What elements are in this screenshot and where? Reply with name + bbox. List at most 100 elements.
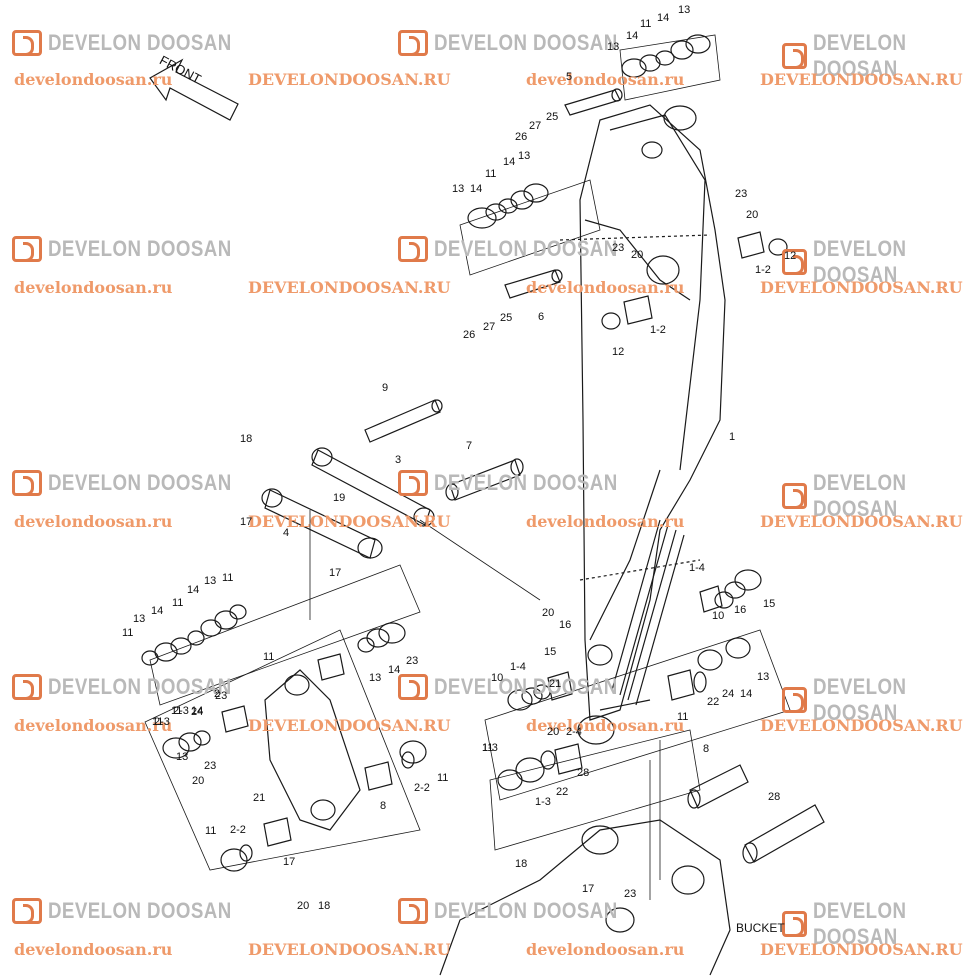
part-callout: 16 bbox=[559, 619, 572, 631]
brand-logo-icon bbox=[782, 249, 807, 275]
part-callout: 21 bbox=[549, 678, 562, 690]
part-callout: 7 bbox=[466, 440, 473, 452]
watermark-logo: DEVELON DOOSAN bbox=[398, 470, 650, 496]
part-callout: 12 bbox=[784, 250, 797, 262]
brand-logo-icon bbox=[12, 470, 42, 496]
watermark-logo: DEVELON DOOSAN bbox=[782, 674, 980, 726]
part-callout: 22 bbox=[707, 696, 720, 708]
part-callout: 14 bbox=[470, 183, 483, 195]
link-3 bbox=[311, 449, 431, 526]
part-callout: 10 bbox=[712, 610, 725, 622]
watermark-logo: DEVELON DOOSAN bbox=[12, 898, 264, 924]
part-callout: 11 bbox=[172, 597, 184, 609]
part-callout: 25 bbox=[546, 111, 559, 123]
watermark-logo: DEVELON DOOSAN bbox=[782, 470, 980, 522]
part-callout: 11 bbox=[482, 742, 494, 754]
part-callout: 11 bbox=[437, 772, 449, 784]
watermark-logo: DEVELON DOOSAN bbox=[782, 898, 980, 950]
brand-logo-icon bbox=[782, 43, 807, 69]
part-callout: 1-2 bbox=[755, 264, 771, 276]
part-callout: 1-4 bbox=[689, 562, 705, 574]
watermark-url: DEVELONDOOSAN.RU bbox=[248, 278, 451, 297]
part-callout: 23 bbox=[406, 655, 419, 667]
part-callout: 2-4 bbox=[566, 726, 582, 738]
part-callout: 13 bbox=[176, 751, 189, 763]
watermark-url: DEVELONDOOSAN.RU bbox=[760, 940, 963, 959]
part-callout: 22 bbox=[556, 786, 569, 798]
part-callout: 12 bbox=[612, 346, 625, 358]
watermark-url: develondoosan.ru bbox=[526, 716, 685, 735]
part-callout: 2-3 bbox=[173, 705, 189, 717]
part-callout: 21 bbox=[253, 792, 266, 804]
watermark-url: DEVELONDOOSAN.RU bbox=[248, 512, 451, 531]
link-2 bbox=[264, 669, 361, 831]
watermark-url: DEVELONDOOSAN.RU bbox=[760, 278, 963, 297]
part-callout: 11 bbox=[171, 705, 183, 717]
bucket-outline bbox=[439, 819, 731, 976]
part-callout: 14 bbox=[740, 688, 753, 700]
watermark-url: DEVELONDOOSAN.RU bbox=[760, 70, 963, 89]
watermark-url: DEVELONDOOSAN.RU bbox=[760, 512, 963, 531]
part-callout: 13 bbox=[518, 150, 531, 162]
brand-logo-icon bbox=[398, 470, 428, 496]
part-callout: 10 bbox=[491, 672, 504, 684]
part-callout: 26 bbox=[515, 131, 528, 143]
part-callout: 24 bbox=[191, 706, 204, 718]
brand-logo-icon bbox=[12, 898, 42, 924]
brand-logo-icon bbox=[12, 30, 42, 56]
watermark-url: DEVELONDOOSAN.RU bbox=[248, 70, 451, 89]
part-callout: 13 bbox=[204, 575, 217, 587]
part-callout: 23 bbox=[624, 888, 637, 900]
part-callout: 13 bbox=[757, 671, 770, 683]
part-callout: 23 bbox=[215, 690, 228, 702]
part-callout: 13 bbox=[607, 41, 620, 53]
part-callout: 20 bbox=[542, 607, 555, 619]
part-callout: 20 bbox=[746, 209, 759, 221]
part-callout: 13 bbox=[452, 183, 465, 195]
part-callout: 11 bbox=[485, 168, 497, 180]
brand-logo-icon bbox=[12, 236, 42, 262]
part-callout: 9 bbox=[382, 382, 389, 394]
part-callout: 18 bbox=[318, 900, 331, 912]
part-callout: 2-2 bbox=[414, 782, 430, 794]
part-callout: 17 bbox=[283, 856, 296, 868]
part-callout: 11 bbox=[152, 716, 164, 728]
front-arrow bbox=[149, 58, 239, 121]
part-callout: 25 bbox=[500, 312, 513, 324]
part-callout: 23 bbox=[612, 242, 625, 254]
part-callout: 14 bbox=[151, 605, 164, 617]
brand-logo-icon bbox=[782, 911, 807, 937]
part-callout: 28 bbox=[768, 791, 781, 803]
watermark-logo: DEVELON DOOSAN bbox=[398, 30, 650, 56]
part-callout: 11 bbox=[205, 825, 217, 837]
part-callout: 27 bbox=[529, 120, 542, 132]
watermark-logo: DEVELON DOOSAN bbox=[782, 236, 980, 288]
watermark-url: DEVELONDOOSAN.RU bbox=[248, 716, 451, 735]
part-callout: 1-3 bbox=[535, 796, 551, 808]
part-callout: 14 bbox=[191, 705, 204, 717]
watermark-logo: DEVELON DOOSAN bbox=[12, 30, 264, 56]
watermark-logo: DEVELON DOOSAN bbox=[398, 236, 650, 262]
brand-logo-icon bbox=[398, 236, 428, 262]
part-callout: 15 bbox=[544, 646, 557, 658]
part-callout: 4 bbox=[283, 527, 290, 539]
watermark-url: develondoosan.ru bbox=[14, 716, 173, 735]
part-callout: 17 bbox=[582, 883, 595, 895]
watermark-logo: DEVELON DOOSAN bbox=[12, 236, 264, 262]
watermark-url: develondoosan.ru bbox=[14, 278, 173, 297]
part-callout: 19 bbox=[333, 492, 346, 504]
watermark-logo: DEVELON DOOSAN bbox=[398, 898, 650, 924]
part-callout: 28 bbox=[577, 767, 590, 779]
watermark-url: develondoosan.ru bbox=[14, 940, 173, 959]
part-callout: 14 bbox=[187, 584, 200, 596]
watermark-url: develondoosan.ru bbox=[526, 70, 685, 89]
part-callout: 18 bbox=[240, 433, 253, 445]
part-callout: 27 bbox=[483, 321, 496, 333]
part-callout: 6 bbox=[538, 311, 545, 323]
part-callout: 5 bbox=[566, 71, 573, 83]
part-callout: 11 bbox=[677, 711, 689, 723]
part-callout: 18 bbox=[515, 858, 528, 870]
watermark-url: develondoosan.ru bbox=[526, 278, 685, 297]
watermark-logo: DEVELON DOOSAN bbox=[12, 470, 264, 496]
